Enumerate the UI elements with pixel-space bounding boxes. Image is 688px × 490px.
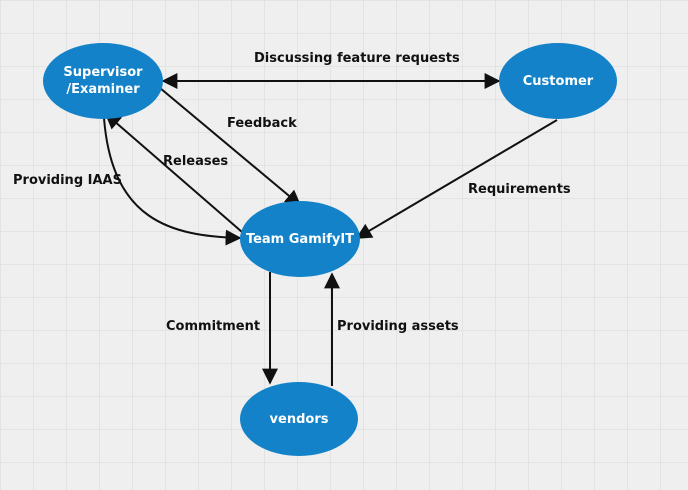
label-providing-iaas: Providing IAAS: [13, 173, 122, 188]
label-releases: Releases: [163, 154, 229, 169]
label-feedback: Feedback: [227, 116, 297, 131]
node-supervisor-examiner[interactable]: Supervisor /Examiner: [43, 43, 163, 119]
label-discussing-feature-requests: Discussing feature requests: [254, 51, 460, 66]
node-team-gamifyit[interactable]: Team GamifyIT: [240, 201, 360, 277]
node-customer[interactable]: Customer: [499, 43, 617, 119]
node-vendors[interactable]: vendors: [240, 382, 358, 456]
label-commitment: Commitment: [166, 319, 261, 334]
edge-providing-iaas: [103, 117, 242, 246]
edge-releases: [104, 112, 243, 233]
label-providing-assets: Providing assets: [337, 319, 459, 334]
label-requirements: Requirements: [468, 182, 571, 197]
edge-feedback: [159, 87, 302, 207]
edge-requirements: [355, 119, 558, 239]
